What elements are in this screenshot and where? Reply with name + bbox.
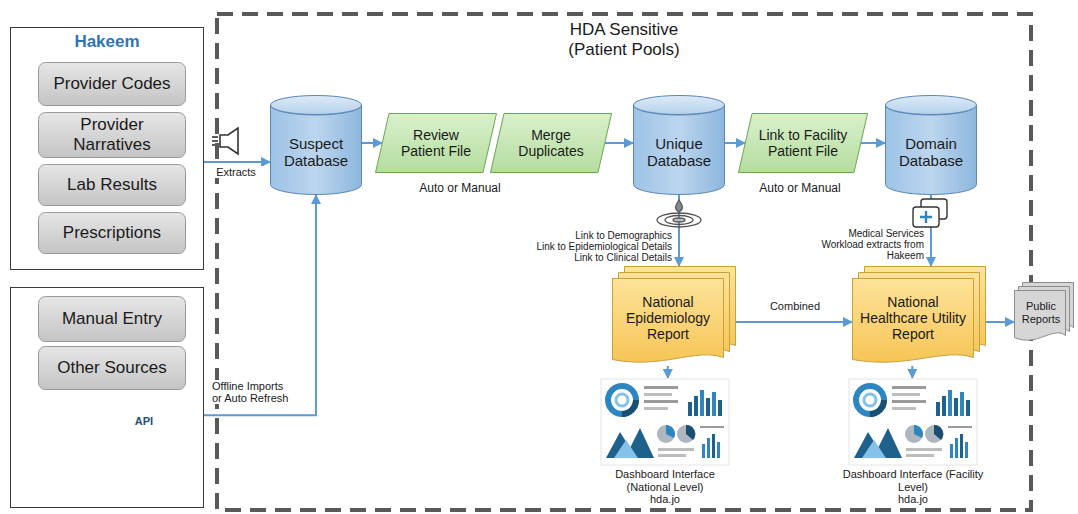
node-label: Merge Duplicates (506, 127, 596, 159)
public-report: Public Reports (1014, 282, 1074, 344)
source-panel: HakeemProvider CodesProvider NarrativesL… (10, 27, 204, 270)
node-label: Other Sources (42, 358, 182, 378)
flow-arrow (605, 142, 633, 144)
node-label: Manual Entry (42, 309, 182, 329)
node-label: Provider Codes (42, 74, 182, 94)
flow-arrow (204, 195, 316, 415)
node-label: Suspect Database (274, 135, 358, 170)
flow-arrow (667, 366, 669, 378)
process-parallelogram: Link to Facility Patient File (738, 113, 868, 173)
source-box: Manual Entry (38, 296, 186, 342)
node-label: National Epidemiology Report (616, 294, 720, 342)
flow-arrow (736, 321, 852, 323)
dashboard-interface: Dashboard Interface (National Level)hda.… (592, 378, 738, 508)
group-title: Hakeem (11, 32, 203, 52)
dashboard-interface: Dashboard Interface (Facility Level)hda.… (840, 378, 986, 508)
dashboard-caption: hda.jo (592, 493, 738, 506)
process-note: Link to Demographics (500, 230, 672, 241)
node-label: Unique Database (637, 135, 721, 170)
node-label: Domain Database (889, 135, 973, 170)
edge-label: Combined (745, 300, 845, 312)
report-document: National Epidemiology Report (612, 266, 736, 366)
process-note: Auto or Manual (400, 182, 520, 195)
database-cylinder: Unique Database (633, 95, 725, 195)
edge-label: Medical Services Workload extracts from … (820, 228, 924, 261)
dashboard-caption: hda.jo (840, 493, 986, 506)
dashboard-caption: Dashboard Interface (Facility Level) (840, 468, 986, 493)
flow-arrow (861, 142, 885, 144)
source-box: Other Sources (38, 346, 186, 390)
edge-label: Offline Imports or Auto Refresh (212, 380, 296, 404)
source-panel: Manual EntryOther Sources (10, 287, 204, 508)
edge-label: Extracts (206, 166, 266, 178)
source-box: Lab Results (38, 164, 186, 206)
dashboard-picture (849, 379, 977, 465)
process-note: Link to Epidemiological Details (500, 241, 672, 252)
process-note: Link to Clinical Details (500, 252, 672, 263)
process-parallelogram: Merge Duplicates (490, 113, 612, 173)
source-box: Provider Codes (38, 62, 186, 106)
source-box: Provider Narratives (38, 112, 186, 158)
process-parallelogram: Review Patient File (375, 113, 497, 173)
ripple-icon (657, 200, 701, 227)
database-cylinder: Suspect Database (270, 95, 362, 195)
node-label: Lab Results (42, 175, 182, 195)
database-cylinder: Domain Database (885, 95, 977, 195)
node-label: Review Patient File (391, 127, 481, 159)
flow-arrow (204, 161, 270, 163)
flow-arrow (911, 366, 913, 378)
dashboard-caption: Dashboard Interface (National Level) (592, 468, 738, 493)
workload-icon (913, 199, 947, 227)
icon-text: API (124, 415, 164, 427)
flow-arrow (725, 142, 745, 144)
process-note: Auto or Manual (740, 182, 860, 195)
flow-arrow (362, 142, 382, 144)
node-label: National Healthcare Utility Report (856, 294, 970, 342)
node-label: Prescriptions (42, 223, 182, 243)
node-label: Link to Facility Patient File (754, 127, 852, 159)
source-box: Prescriptions (38, 212, 186, 254)
report-document: National Healthcare Utility Report (852, 266, 986, 366)
flow-arrow (986, 321, 1014, 323)
dashboard-picture (601, 379, 729, 465)
node-label: Provider Narratives (42, 115, 182, 154)
node-label: Public Reports (1016, 300, 1066, 325)
group-title: HDA Sensitive (Patient Pools) (539, 20, 709, 59)
